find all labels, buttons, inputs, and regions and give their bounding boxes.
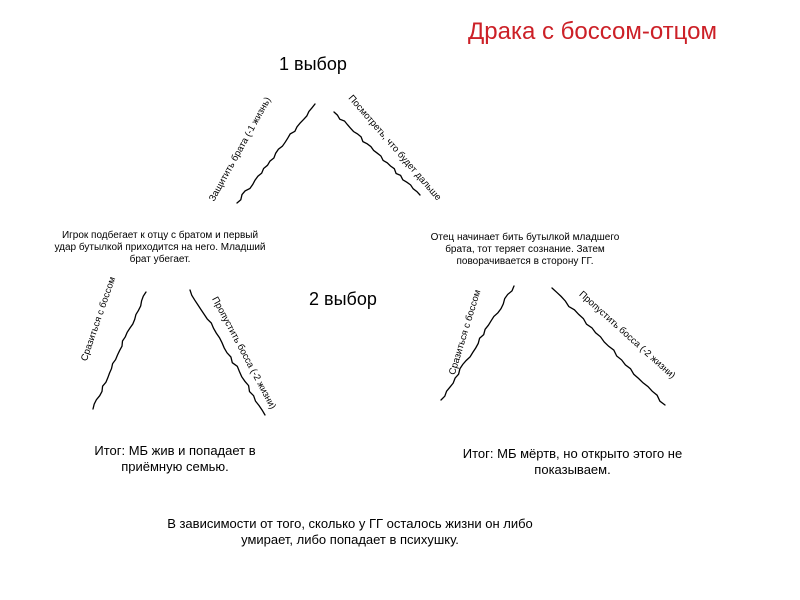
branch-line-protect-brother [236,103,316,204]
branch-line-watch [333,111,421,196]
branch-line-left-skip [189,289,266,416]
choice-2-label: 2 выбор [309,289,377,309]
diagram-title: Драка с боссом-отцом [468,18,717,45]
final-note: В зависимости от того, сколько у ГГ оста… [167,516,533,547]
result-right: Итог: МБ мёртв, но открыто этого не пока… [462,446,683,477]
branch-line-left-fight [92,291,147,410]
branch-line-right-skip [551,287,666,406]
result-left: Итог: МБ жив и попадает в приёмную семью… [94,443,256,474]
choice-1-label: 1 выбор [279,54,347,74]
outcome-left-description: Игрок подбегает к отцу с братом и первый… [54,230,266,265]
branch-line-right-fight [440,285,515,401]
outcome-right-description: Отец начинает бить бутылкой младшего бра… [430,232,620,267]
